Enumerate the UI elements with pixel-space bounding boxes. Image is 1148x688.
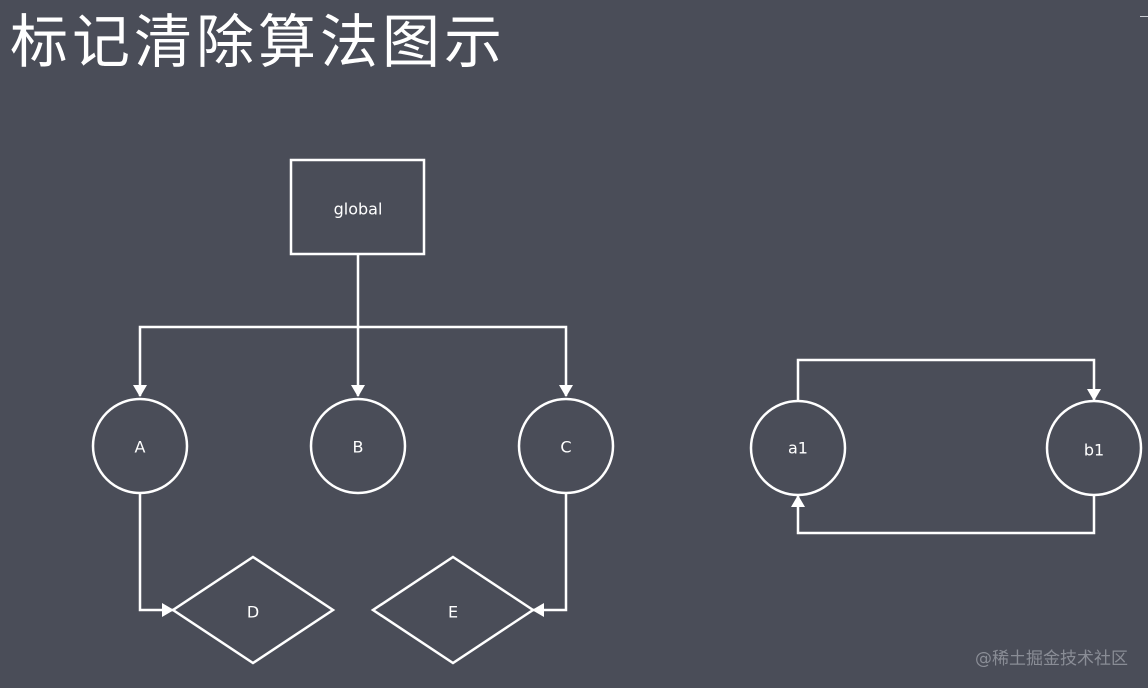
node-E bbox=[370, 555, 536, 665]
label-A: A bbox=[135, 438, 146, 457]
label-B: B bbox=[353, 438, 364, 457]
label-global: global bbox=[334, 200, 383, 219]
label-b1: b1 bbox=[1084, 441, 1104, 460]
node-A bbox=[91, 397, 189, 495]
label-C: C bbox=[560, 438, 571, 457]
node-B bbox=[309, 397, 407, 495]
edge-b1-a1 bbox=[791, 495, 1096, 535]
edge-a1-b1 bbox=[796, 358, 1101, 401]
node-global bbox=[289, 158, 426, 256]
label-E: E bbox=[448, 603, 458, 622]
label-D: D bbox=[247, 603, 259, 622]
node-C bbox=[517, 397, 615, 495]
edge-global-A bbox=[133, 325, 358, 397]
node-a1 bbox=[749, 399, 847, 497]
edge-global-C bbox=[358, 325, 573, 397]
page-title: 标记清除算法图示 bbox=[10, 8, 507, 76]
edge-A-D bbox=[138, 493, 174, 617]
label-a1: a1 bbox=[788, 439, 808, 458]
node-b1 bbox=[1045, 399, 1143, 497]
corner-mark bbox=[1140, 16, 1148, 17]
edge-C-E bbox=[532, 493, 568, 617]
watermark: @稀土掘金技术社区 bbox=[975, 649, 1128, 669]
node-D bbox=[170, 555, 336, 665]
